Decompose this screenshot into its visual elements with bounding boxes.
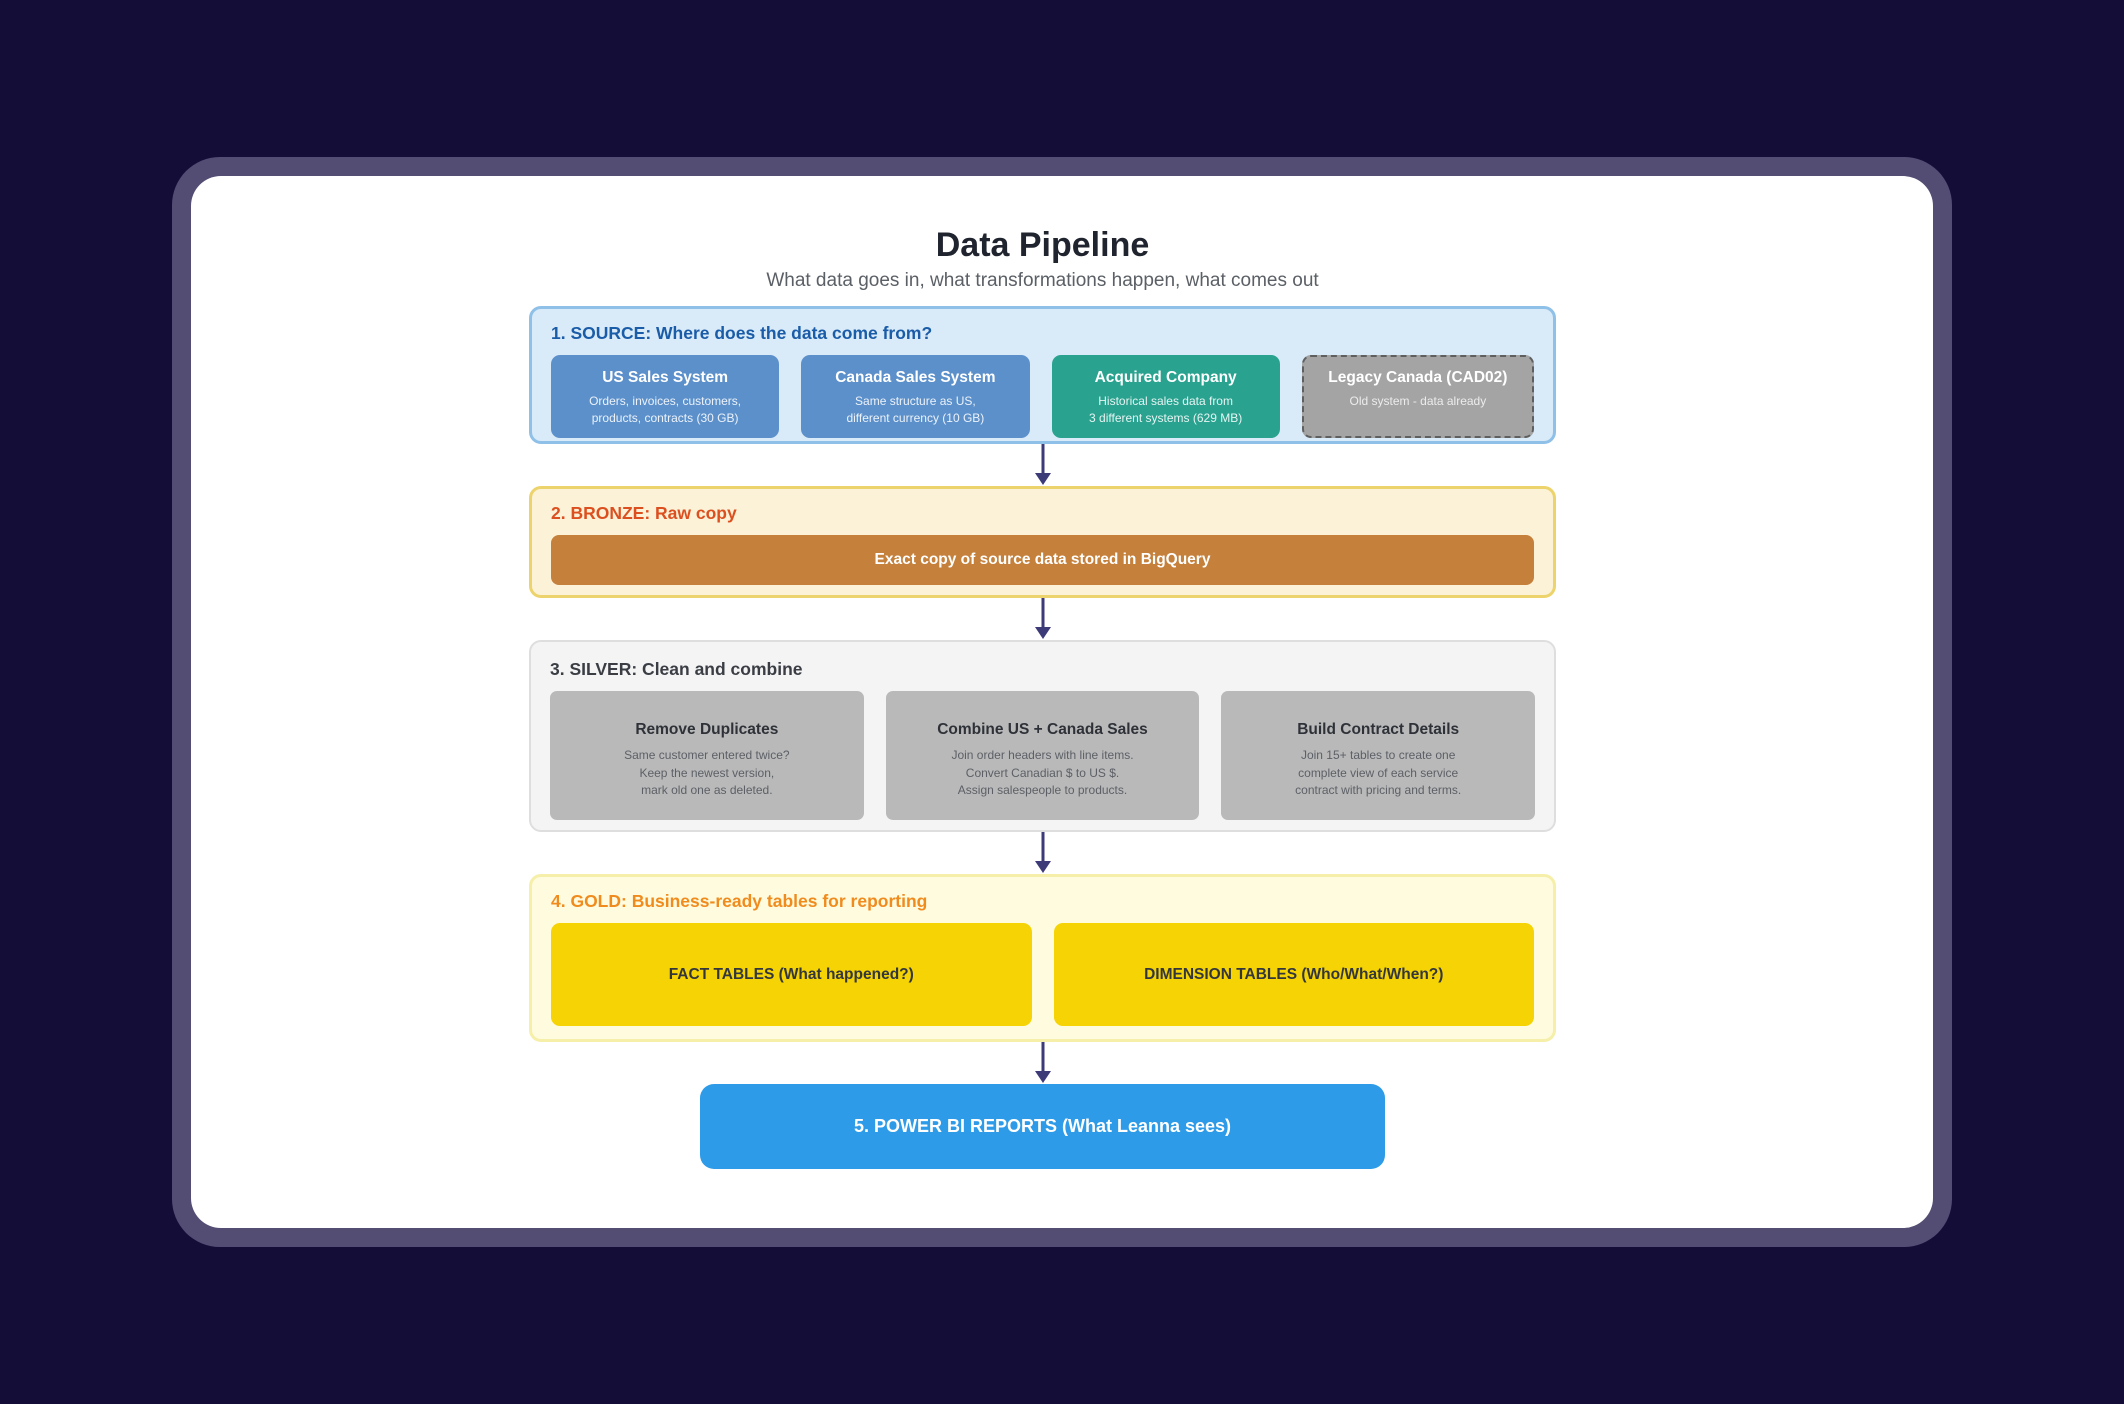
source-box-subtitle: Historical sales data from 3 different s… <box>1052 393 1280 426</box>
subtitle-line: Same structure as US, <box>855 394 976 408</box>
subtitle-line: Keep the newest version, <box>639 765 775 780</box>
source-box-subtitle: Same structure as US, different currency… <box>801 393 1029 426</box>
silver-box-build-contract-details: Build Contract Details Join 15+ tables t… <box>1221 691 1536 820</box>
section-source: 1. SOURCE: Where does the data come from… <box>529 306 1556 444</box>
source-box-title: US Sales System <box>602 369 729 386</box>
source-box-row: US Sales System Orders, invoices, custom… <box>551 355 1534 438</box>
flow-arrow-down-icon <box>529 444 1556 486</box>
silver-box-subtitle: Join 15+ tables to create one complete v… <box>1221 747 1535 800</box>
source-box-us-sales: US Sales System Orders, invoices, custom… <box>551 355 780 438</box>
gold-box-fact-tables: FACT TABLES (What happened?) <box>551 923 1032 1026</box>
page-title: Data Pipeline <box>935 226 1150 264</box>
subtitle-line: complete view of each service <box>1298 765 1459 780</box>
subtitle-line: mark old one as deleted. <box>641 783 773 797</box>
power-bi-reports-box: 5. POWER BI REPORTS (What Leanna sees) <box>700 1084 1385 1169</box>
subtitle-line: different currency (10 GB) <box>846 410 985 425</box>
subtitle-line: Convert Canadian $ to US $. <box>965 765 1120 780</box>
subtitle-line: Historical sales data from <box>1098 394 1233 408</box>
section-gold-header: 4. GOLD: Business-ready tables for repor… <box>551 891 928 911</box>
source-box-acquired-company: Acquired Company Historical sales data f… <box>1051 355 1280 438</box>
section-source-header: 1. SOURCE: Where does the data come from… <box>551 323 933 343</box>
section-silver: 3. SILVER: Clean and combine Remove Dupl… <box>529 640 1556 832</box>
subtitle-line: products, contracts (30 GB) <box>591 410 739 425</box>
silver-box-combine-sales: Combine US + Canada Sales Join order hea… <box>885 691 1200 820</box>
flow-arrow-down-icon <box>529 832 1556 874</box>
flow-arrow-down-icon <box>529 1042 1556 1084</box>
subtitle-line: contract with pricing and terms. <box>1295 783 1462 797</box>
source-box-legacy-canada: Legacy Canada (CAD02) Old system - data … <box>1301 355 1534 438</box>
section-bronze-header: 2. BRONZE: Raw copy <box>551 503 737 523</box>
flow-arrow-down-icon <box>529 598 1556 640</box>
subtitle-line: Same customer entered twice? <box>624 748 790 762</box>
silver-box-title: Combine US + Canada Sales <box>937 721 1148 738</box>
subtitle-line: 3 different systems (629 MB) <box>1089 410 1243 425</box>
slide-canvas: Data Pipeline What data goes in, what tr… <box>191 176 1933 1228</box>
subtitle-line: Old system - data already <box>1349 394 1487 408</box>
subtitle-line: Join 15+ tables to create one <box>1300 748 1456 762</box>
silver-box-row: Remove Duplicates Same customer entered … <box>550 691 1536 820</box>
gold-box-dimension-tables: DIMENSION TABLES (Who/What/When?) <box>1053 923 1534 1026</box>
subtitle-line: Orders, invoices, customers, <box>589 394 742 408</box>
subtitle-line: Assign salespeople to products. <box>957 783 1128 797</box>
section-silver-header: 3. SILVER: Clean and combine <box>550 659 803 679</box>
silver-box-remove-duplicates: Remove Duplicates Same customer entered … <box>550 691 864 820</box>
silver-box-title: Build Contract Details <box>1297 721 1460 738</box>
section-bronze: 2. BRONZE: Raw copy Exact copy of source… <box>529 486 1556 598</box>
section-gold: 4. GOLD: Business-ready tables for repor… <box>529 874 1556 1042</box>
source-box-subtitle: Old system - data already <box>1304 393 1532 410</box>
silver-box-title: Remove Duplicates <box>635 721 779 738</box>
source-box-subtitle: Orders, invoices, customers, products, c… <box>551 393 779 426</box>
source-box-title: Legacy Canada (CAD02) <box>1328 369 1508 386</box>
window-frame: Data Pipeline What data goes in, what tr… <box>172 157 1952 1247</box>
subtitle-line: Join order headers with line items. <box>951 748 1134 762</box>
silver-box-subtitle: Join order headers with line items. Conv… <box>886 747 1200 800</box>
bronze-bar: Exact copy of source data stored in BigQ… <box>551 535 1534 585</box>
silver-box-subtitle: Same customer entered twice? Keep the ne… <box>550 747 864 800</box>
source-box-title: Canada Sales System <box>835 369 996 386</box>
source-box-title: Acquired Company <box>1094 369 1237 386</box>
source-box-canada-sales: Canada Sales System Same structure as US… <box>801 355 1030 438</box>
gold-box-row: FACT TABLES (What happened?) DIMENSION T… <box>551 923 1534 1026</box>
page-subtitle: What data goes in, what transformations … <box>766 270 1319 291</box>
